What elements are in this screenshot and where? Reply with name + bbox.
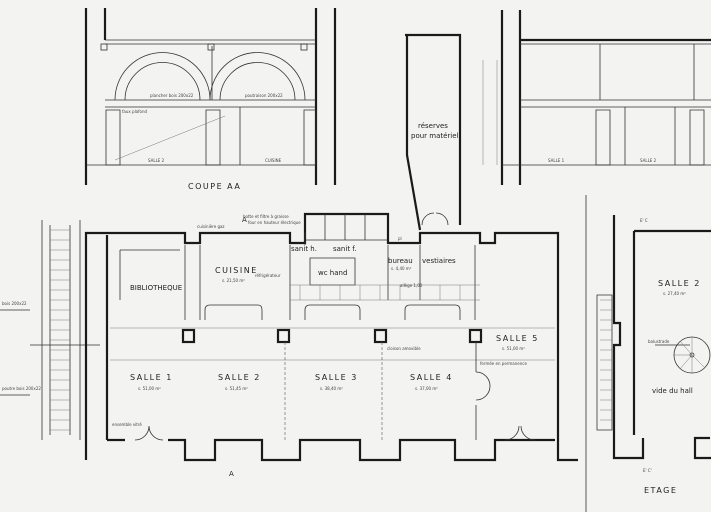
- note-hood: hotte et filtre à graisse: [243, 214, 289, 219]
- room-salle-1-area: s. 51,00 m²: [138, 386, 161, 391]
- ground-floor-plan: BIBLIOTHEQUE CUISINE s. 21,50 m² sanit h…: [84, 212, 578, 478]
- storage-line1: réserves: [418, 122, 448, 130]
- section-aa: plancher bois 200x22 poutraison 200x22 f…: [84, 8, 337, 191]
- room-salle-5: SALLE 5: [496, 334, 539, 343]
- etage-void: vide du hall: [652, 387, 693, 395]
- room-cuisine: CUISINE: [215, 266, 258, 275]
- etage-room: SALLE 2: [658, 279, 701, 288]
- room-salle-2: SALLE 2: [218, 373, 261, 382]
- room-bureau-area: s. 4,40 m²: [391, 266, 412, 271]
- note-oven: four en hauteur électrique: [248, 220, 301, 225]
- section-room-b: CUISINE: [265, 158, 282, 163]
- room-salle-4-area: s. 37,00 m²: [415, 386, 438, 391]
- room-salle-1: SALLE 1: [130, 373, 173, 382]
- stair-left: bois 200x22 poutre bois 200x22: [0, 220, 100, 440]
- room-bureau: bureau: [388, 257, 413, 265]
- etage-plan: E' C SALLE 2 s. 27,40 m² balustrade vide…: [585, 195, 711, 512]
- section-room-a: SALLE 2: [148, 158, 165, 163]
- etage-marker-bottom: E' C': [643, 468, 652, 473]
- note-glazing: ensemble vitré: [112, 422, 142, 427]
- etage-title: ETAGE: [644, 486, 677, 495]
- room-sanit-h: sanit h.: [291, 245, 317, 253]
- etage-room-area: s. 27,40 m²: [663, 291, 686, 296]
- side-note-upper: bois 200x22: [2, 301, 27, 306]
- note-fridge: réfrigérateur: [255, 273, 281, 278]
- note-pl: pl: [398, 236, 402, 241]
- note-beam: poutraison 200x22: [245, 93, 283, 98]
- storage-line2: pour matériel: [411, 132, 459, 140]
- note-closed: fermée en permanence: [480, 361, 527, 366]
- room-bibliotheque: BIBLIOTHEQUE: [130, 284, 182, 292]
- room-salle-5-area: s. 51,00 m²: [502, 346, 525, 351]
- room-cuisine-area: s. 21,50 m²: [222, 278, 245, 283]
- section-right-room-b: SALLE 2: [640, 158, 657, 163]
- storage-tower: réserves pour matériel: [405, 33, 462, 231]
- note-cooker: cuisinière gaz: [197, 224, 225, 229]
- side-note-lower: poutre bois 200x22: [2, 386, 41, 391]
- note-sill: allège 1,00: [400, 283, 423, 288]
- section-marker-top: A: [242, 216, 247, 224]
- section-right-room-a: SALLE 1: [548, 158, 565, 163]
- room-salle-2-area: s. 51,45 m²: [225, 386, 248, 391]
- room-wc-hand: wc hand: [318, 269, 347, 277]
- etage-rail: balustrade: [648, 339, 670, 344]
- room-salle-4: SALLE 4: [410, 373, 453, 382]
- etage-marker-top: E' C: [640, 218, 648, 223]
- room-vestiaires: vestiaires: [422, 257, 456, 265]
- note-ceiling: faux plafond: [122, 109, 148, 114]
- section-title: COUPE AA: [188, 182, 241, 191]
- note-floor: plancher bois 200x22: [150, 93, 194, 98]
- room-sanit-f: sanit f.: [333, 245, 356, 253]
- section-marker-bottom: A: [229, 470, 234, 478]
- room-salle-3: SALLE 3: [315, 373, 358, 382]
- note-partition: cloison amovible: [387, 346, 421, 351]
- section-right: SALLE 1 SALLE 2: [482, 10, 711, 185]
- room-salle-3-area: s. 38,40 m²: [320, 386, 343, 391]
